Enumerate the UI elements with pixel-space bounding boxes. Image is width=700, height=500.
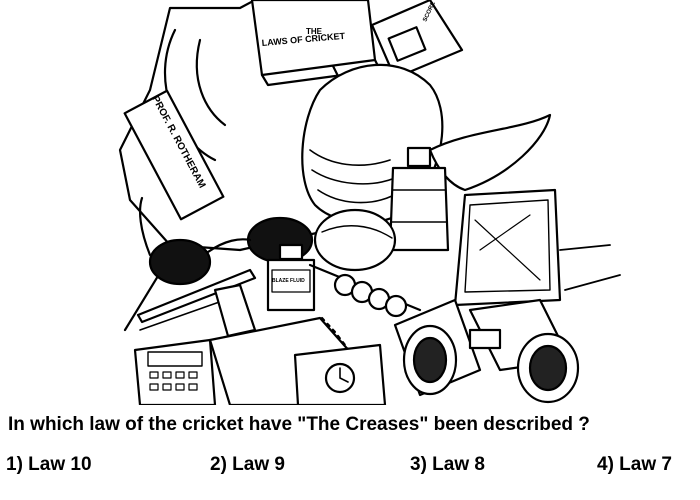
pen <box>136 268 257 324</box>
option-4[interactable]: 4) Law 7 <box>597 454 672 475</box>
cricket-kit-illustration: THE LAWS OF CRICKET PROF. R. ROTHERAM SC… <box>118 0 621 405</box>
banana <box>428 113 552 192</box>
option-2[interactable]: 2) Law 9 <box>210 454 285 475</box>
calculator <box>133 338 217 405</box>
score-card <box>370 0 464 80</box>
sandwich-bag <box>453 188 562 307</box>
bottle-label: BLAZE FLUID <box>272 278 305 284</box>
bead-counter <box>308 263 422 318</box>
cricket-ball <box>313 208 397 272</box>
option-1[interactable]: 1) Law 10 <box>6 454 92 475</box>
binoculars <box>393 298 580 404</box>
option-3[interactable]: 3) Law 8 <box>410 454 485 475</box>
blaze-fluid-bottle <box>266 243 316 312</box>
question-text: In which law of the cricket have "The Cr… <box>8 414 590 435</box>
clock-timer <box>293 343 387 405</box>
water-bottle <box>388 146 450 252</box>
tube <box>213 283 257 338</box>
book-title-line1: THE <box>306 27 323 36</box>
bag-name-tag <box>123 89 225 221</box>
sunglasses <box>139 196 314 286</box>
